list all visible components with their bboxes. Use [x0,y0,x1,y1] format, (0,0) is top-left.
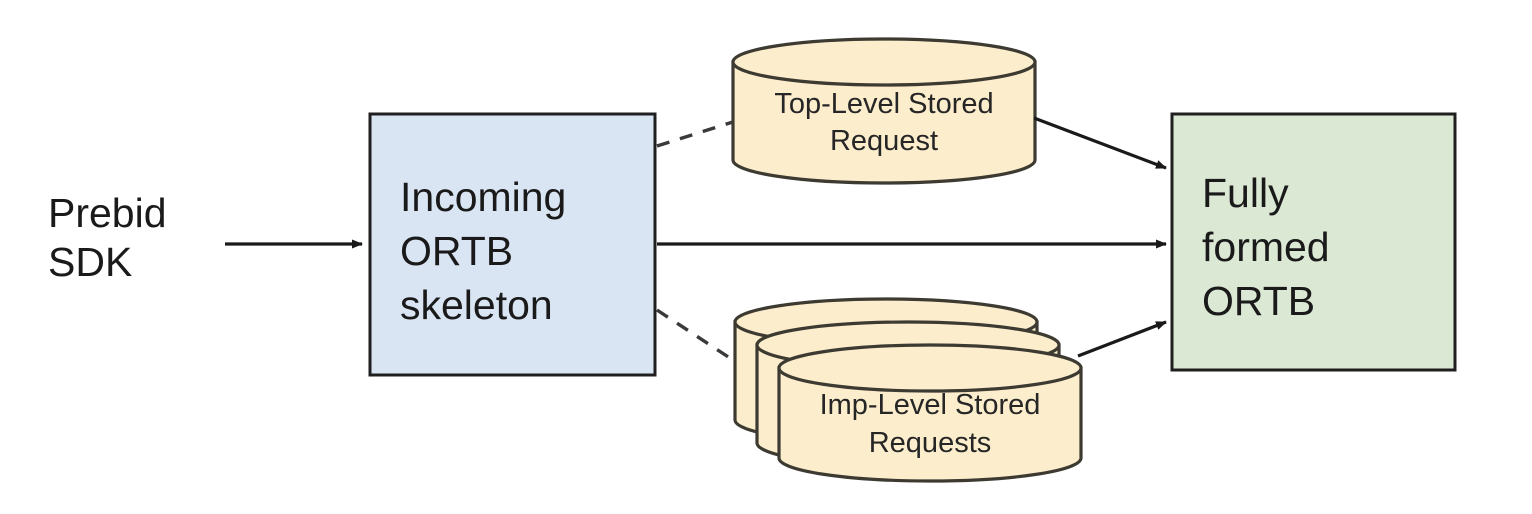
connector-incoming-to-imp-stored [656,308,743,368]
top-stored-cylinder-body[interactable] [731,60,1037,185]
incoming-label-line3: skeleton [400,282,553,328]
imp-stored-cylinder-front[interactable] [777,343,1083,483]
imp-stored-label-line2: Requests [869,427,992,459]
fully-formed-ortb-box[interactable] [1170,112,1457,372]
incoming-ortb-skeleton-box[interactable] [368,112,657,377]
top-stored-cylinder-top [731,37,1037,87]
output-label-line3: ORTB [1202,278,1315,324]
prebid-sdk-label-line2: SDK [48,239,132,285]
output-label-line2: formed [1202,224,1330,270]
connector-imp-stored-to-output [1077,320,1167,358]
incoming-ortb-skeleton-node[interactable]: Incoming ORTB skeleton [368,112,657,377]
prebid-sdk-label-line1: Prebid [48,190,167,236]
top-stored-label-line2: Request [830,125,938,157]
output-label-line1: Fully [1202,170,1289,216]
imp-level-stored-requests-node[interactable]: Imp-Level Stored Requests [733,297,1083,483]
connector-top-stored-to-output [1033,116,1167,170]
top-stored-label-line1: Top-Level Stored [774,88,993,120]
top-level-stored-request-node[interactable]: Top-Level Stored Request [731,37,1037,185]
fully-formed-ortb-node[interactable]: Fully formed ORTB [1170,112,1457,372]
prebid-sdk-node: Prebid SDK [48,190,167,285]
incoming-label-line2: ORTB [400,228,513,274]
imp-stored-label-line1: Imp-Level Stored [820,389,1041,421]
connector-incoming-to-top-stored [656,119,737,148]
incoming-label-line1: Incoming [400,174,566,220]
